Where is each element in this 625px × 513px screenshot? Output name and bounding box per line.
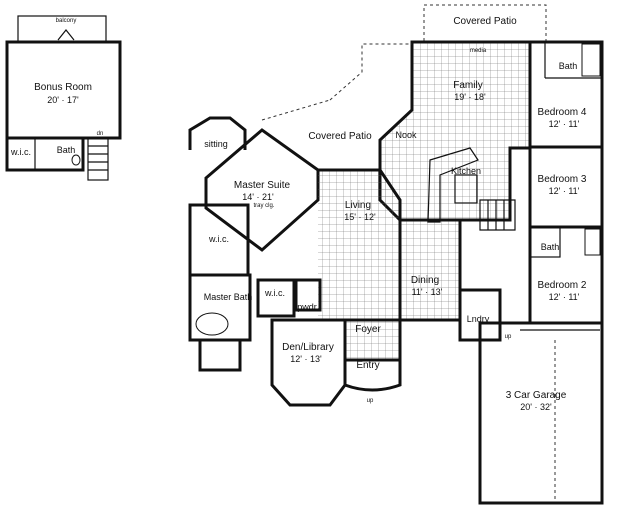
kitchen-label: Kitchen [451,166,481,176]
covered-patio-top-outline [423,4,547,43]
bedroom-4-dims: 12' · 11' [549,119,580,129]
covered-patio-mid-label: Covered Patio [308,131,372,142]
balcony-label: balcony [56,18,77,24]
room-labels: balcony Bonus Room 20' · 17' w.i.c. Bath… [10,16,587,412]
living-label: Living [345,200,371,211]
garage-dims: 20' · 32' [520,402,552,412]
living-dims: 15' · 12' [344,212,376,222]
bedroom-2-label: Bedroom 2 [538,280,587,291]
garage-label: 3 Car Garage [506,390,567,401]
bath-mid-label: Bath [541,242,560,252]
stair-up-label: up [505,334,512,340]
nook-label: Nook [395,130,417,140]
bonus-room-inset [5,15,122,181]
family-label: Family [453,80,482,91]
tray-ceiling-note: tray clg. [253,203,274,209]
bedroom-4-label: Bedroom 4 [538,107,587,118]
bonus-dn-label: dn [97,131,104,137]
bedroom-3-label: Bedroom 3 [538,174,587,185]
garage-walls [478,321,604,505]
den-library-dims: 12' · 13' [290,354,322,364]
family-dims: 19' · 18' [454,92,486,102]
dining-dims: 11' · 13' [412,287,443,297]
bonus-bath-label: Bath [57,145,76,155]
bathtub-icon [195,312,229,336]
sitting-label: sitting [204,139,228,149]
entry-up-label: up [367,398,374,404]
master-suite-label: Master Suite [234,180,291,191]
covered-patio-top-label: Covered Patio [453,16,517,27]
bedroom-2-dims: 12' · 11' [549,292,580,302]
bonus-room-label: Bonus Room [34,82,92,93]
master-bath-label: Master Bath [204,292,253,302]
bedroom-3-dims: 12' · 11' [549,186,580,196]
main-floor-walls [188,4,604,505]
main-stair [479,199,516,231]
master-suite-dims: 14' · 21' [242,192,274,202]
entry-label: Entry [356,360,379,371]
den-library-label: Den/Library [282,342,334,353]
kitchen-counter [427,147,479,223]
media-label: media [470,48,487,54]
laundry-label: Lndry [467,314,490,324]
bonus-stair [87,137,109,181]
pwdr-label: pwdr [297,302,317,312]
dining-label: Dining [411,275,439,286]
bonus-room-dims: 20' · 17' [47,95,79,105]
bath-top-label: Bath [559,61,578,71]
bonus-wic-label: w.i.c. [10,147,31,157]
foyer-label: Foyer [355,324,381,335]
master-wic-1-label: w.i.c. [208,234,229,244]
master-wic-2-label: w.i.c. [264,288,285,298]
